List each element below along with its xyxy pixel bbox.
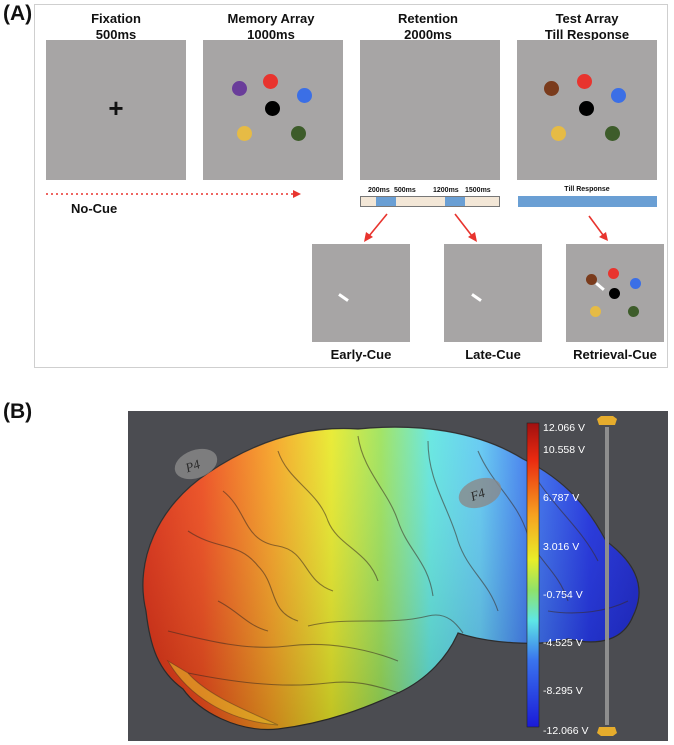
early-cue-arrow [368, 213, 388, 237]
slider-top-handle [597, 416, 617, 425]
brown-dot [586, 274, 597, 285]
cue-arrows [364, 213, 608, 242]
black-dot [609, 288, 620, 299]
colorbar-tick: -8.295 V [543, 685, 583, 697]
colorbar [526, 422, 540, 728]
retrieval-cue-arrowhead [599, 232, 608, 241]
late-cue-label: Late-Cue [465, 347, 521, 362]
test-timeline-label: Till Response [564, 186, 610, 193]
late-cue-arrow [454, 213, 473, 237]
test-array-screen [517, 40, 657, 180]
cue-line [338, 293, 349, 302]
brown-dot [544, 81, 559, 96]
panel-b-label: (B) [3, 400, 33, 423]
black-dot [579, 101, 594, 116]
early-cue-arrowhead [364, 232, 373, 242]
green-dot [291, 126, 306, 141]
late-cue-arrowhead [468, 232, 477, 242]
timeline-mark-200ms: 200ms [368, 187, 390, 194]
timeline-mark-1500ms: 1500ms [465, 187, 491, 194]
red-dot [577, 74, 592, 89]
cerebellum [166, 659, 279, 726]
blue-dot [297, 88, 312, 103]
electrode-p4-marker [174, 448, 218, 480]
colorbar-tick-min: -12.066 V [543, 725, 589, 737]
electrode-p4-label: P4 [182, 456, 202, 476]
electrode-f4-label: F4 [467, 485, 487, 505]
early-cue-label: Early-Cue [330, 347, 392, 362]
colorbar-tick: 3.016 V [543, 541, 580, 553]
electrode-f4-marker [458, 477, 502, 509]
brain-sulci [167, 435, 629, 694]
colorbar-tick: 10.558 V [543, 444, 586, 456]
timeline-mark-500ms: 500ms [394, 187, 416, 194]
slider-track [605, 427, 609, 725]
blue-dot [611, 88, 626, 103]
yellow-dot [551, 126, 566, 141]
colorbar-tick: -0.754 V [543, 589, 583, 601]
retrieval-cue-arrow [588, 215, 604, 236]
retention-screen [360, 40, 500, 180]
colorbar-tick: -4.525 V [543, 637, 583, 649]
colorbar-tick: 6.787 V [543, 492, 580, 504]
early-cue-window [376, 197, 396, 206]
red-dot [608, 268, 619, 279]
test-timeline-bar [518, 196, 657, 207]
colorbar-tick-max: 12.066 V [543, 422, 586, 434]
cue-line [595, 282, 605, 291]
blue-dot [630, 278, 641, 289]
retrieval-cue-label: Retrieval-Cue [573, 347, 657, 362]
yellow-dot [237, 126, 252, 141]
no-cue-arrow [46, 190, 301, 198]
black-dot [265, 101, 280, 116]
cue-line [471, 293, 482, 302]
panel-a-label: (A) [3, 2, 33, 25]
green-dot [605, 126, 620, 141]
red-dot [263, 74, 278, 89]
green-dot [628, 306, 639, 317]
no-cue-label: No-Cue [71, 201, 118, 216]
timeline-mark-1200ms: 1200ms [433, 187, 459, 194]
brain-shading [142, 427, 639, 730]
brain-topography-panel: P4 F4 [128, 411, 668, 741]
early-cue-screen [312, 244, 410, 342]
retrieval-cue-screen [566, 244, 664, 342]
panel-a-frame [34, 4, 668, 368]
late-cue-window [445, 197, 465, 206]
fixation-screen: + [46, 40, 186, 180]
yellow-dot [590, 306, 601, 317]
retention-timeline-bar [360, 196, 500, 207]
slider-bottom-handle [597, 727, 617, 736]
brain-map: P4 F4 [142, 416, 640, 736]
late-cue-screen [444, 244, 542, 342]
memory-array-screen [203, 40, 343, 180]
fixation-cross: + [108, 93, 124, 123]
purple-dot [232, 81, 247, 96]
